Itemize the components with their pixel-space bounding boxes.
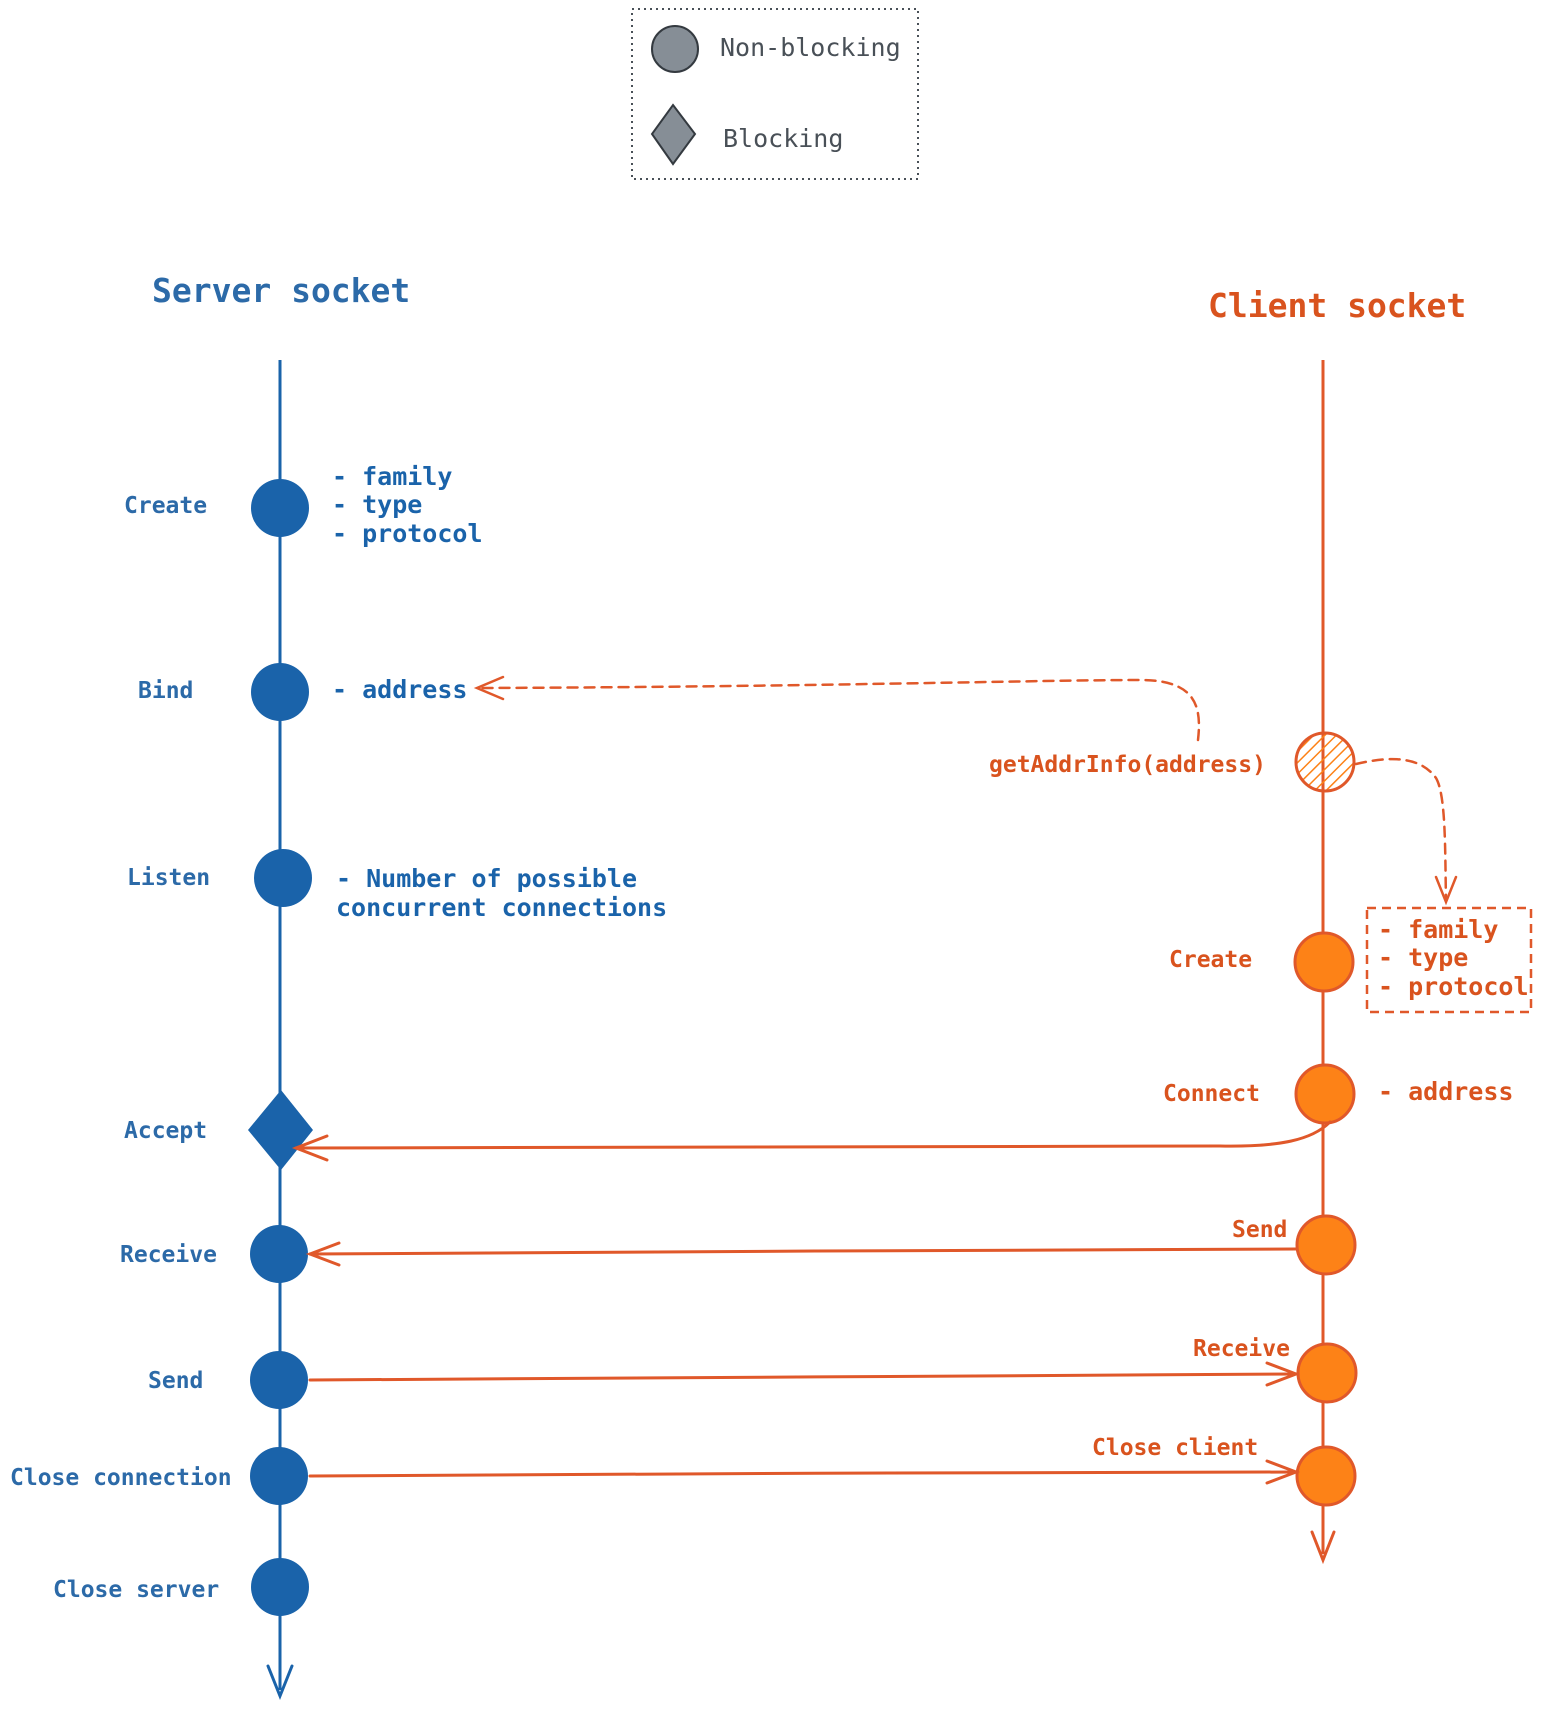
arrows xyxy=(291,675,1458,1485)
client-step-send: Send xyxy=(1232,1217,1287,1243)
client-send-node xyxy=(1295,1214,1357,1276)
legend-blocking-diamond-icon xyxy=(650,103,697,166)
arrow-getaddrinfo-to-create-note-head xyxy=(1434,875,1458,906)
server-step-send: Send xyxy=(148,1368,203,1394)
arrow-client-send-to-server-receive xyxy=(308,1247,1298,1256)
server-create-note-protocol: - protocol xyxy=(332,519,483,548)
arrow-close-connection-to-close-client xyxy=(308,1470,1298,1478)
arrow-connect-to-accept-head xyxy=(291,1134,329,1162)
server-listen-note-line1: - Number of possible xyxy=(336,864,637,893)
server-step-close-server: Close server xyxy=(53,1577,219,1603)
client-connect-note-address: - address xyxy=(1378,1077,1513,1106)
server-step-close-connection: Close connection xyxy=(10,1465,232,1491)
legend-non-blocking-label: Non-blocking xyxy=(720,33,901,62)
client-step-labels: getAddrInfo(address) Create Connect Send… xyxy=(989,752,1290,1461)
server-send-node xyxy=(250,1351,308,1409)
arrow-server-send-to-client-receive xyxy=(308,1372,1298,1382)
arrow-connect-to-accept xyxy=(294,1120,1332,1150)
server-create-note-family: - family xyxy=(332,462,452,491)
server-bind-node xyxy=(251,663,309,721)
server-close-connection-node xyxy=(250,1447,308,1505)
legend-blocking-label: Blocking xyxy=(723,124,843,153)
arrow-client-send-to-server-receive-head xyxy=(305,1241,341,1267)
legend: Non-blocking Blocking xyxy=(631,8,919,180)
client-create-note-family: - family xyxy=(1378,915,1498,944)
client-step-receive: Receive xyxy=(1193,1336,1290,1362)
server-receive-node xyxy=(250,1225,308,1283)
client-notes: - family - type - protocol - address xyxy=(1365,906,1533,1106)
server-step-accept: Accept xyxy=(124,1118,207,1144)
client-create-note-type: - type xyxy=(1378,943,1468,972)
arrow-getaddrinfo-to-create-note xyxy=(1354,757,1448,903)
server-lifeline-arrowhead xyxy=(266,1664,294,1701)
server-accept-diamond xyxy=(248,1090,313,1170)
legend-non-blocking-circle-icon xyxy=(651,25,699,73)
server-step-bind: Bind xyxy=(138,678,193,704)
client-socket-title: Client socket xyxy=(1208,286,1466,325)
server-bind-note-address: - address xyxy=(332,675,467,704)
client-get-addr-info-node xyxy=(1294,731,1356,793)
client-create-note-box xyxy=(1365,906,1533,1014)
server-step-listen: Listen xyxy=(127,865,210,891)
arrow-getaddrinfo-to-bind-address-head xyxy=(473,675,505,701)
server-close-server-node xyxy=(251,1558,309,1616)
server-create-node xyxy=(251,479,309,537)
server-socket-title: Server socket xyxy=(152,271,410,310)
client-timeline xyxy=(1293,360,1358,1565)
server-notes: - family - type - protocol - address - N… xyxy=(332,462,667,922)
server-step-receive: Receive xyxy=(120,1242,217,1268)
client-create-node xyxy=(1293,931,1355,993)
server-step-labels: Create Bind Listen Accept Receive Send C… xyxy=(10,493,232,1603)
client-receive-node xyxy=(1296,1342,1358,1404)
client-step-close-client: Close client xyxy=(1092,1435,1258,1461)
server-timeline xyxy=(248,360,313,1701)
server-listen-node xyxy=(254,849,312,907)
server-step-create: Create xyxy=(124,493,207,519)
client-step-create: Create xyxy=(1169,947,1252,973)
arrow-server-send-to-client-receive-head xyxy=(1265,1361,1301,1387)
server-listen-note-line2: concurrent connections xyxy=(336,893,667,922)
client-close-client-node xyxy=(1295,1445,1357,1507)
client-connect-node xyxy=(1294,1063,1356,1125)
server-create-note-type: - type xyxy=(332,490,422,519)
client-lifeline-arrowhead xyxy=(1310,1530,1336,1565)
arrow-getaddrinfo-to-bind-address xyxy=(475,678,1201,742)
client-get-addr-info-label: getAddrInfo(address) xyxy=(989,752,1266,778)
client-create-note-protocol: - protocol xyxy=(1378,972,1529,1001)
client-step-connect: Connect xyxy=(1163,1081,1260,1107)
arrow-close-connection-to-close-client-head xyxy=(1265,1459,1301,1485)
